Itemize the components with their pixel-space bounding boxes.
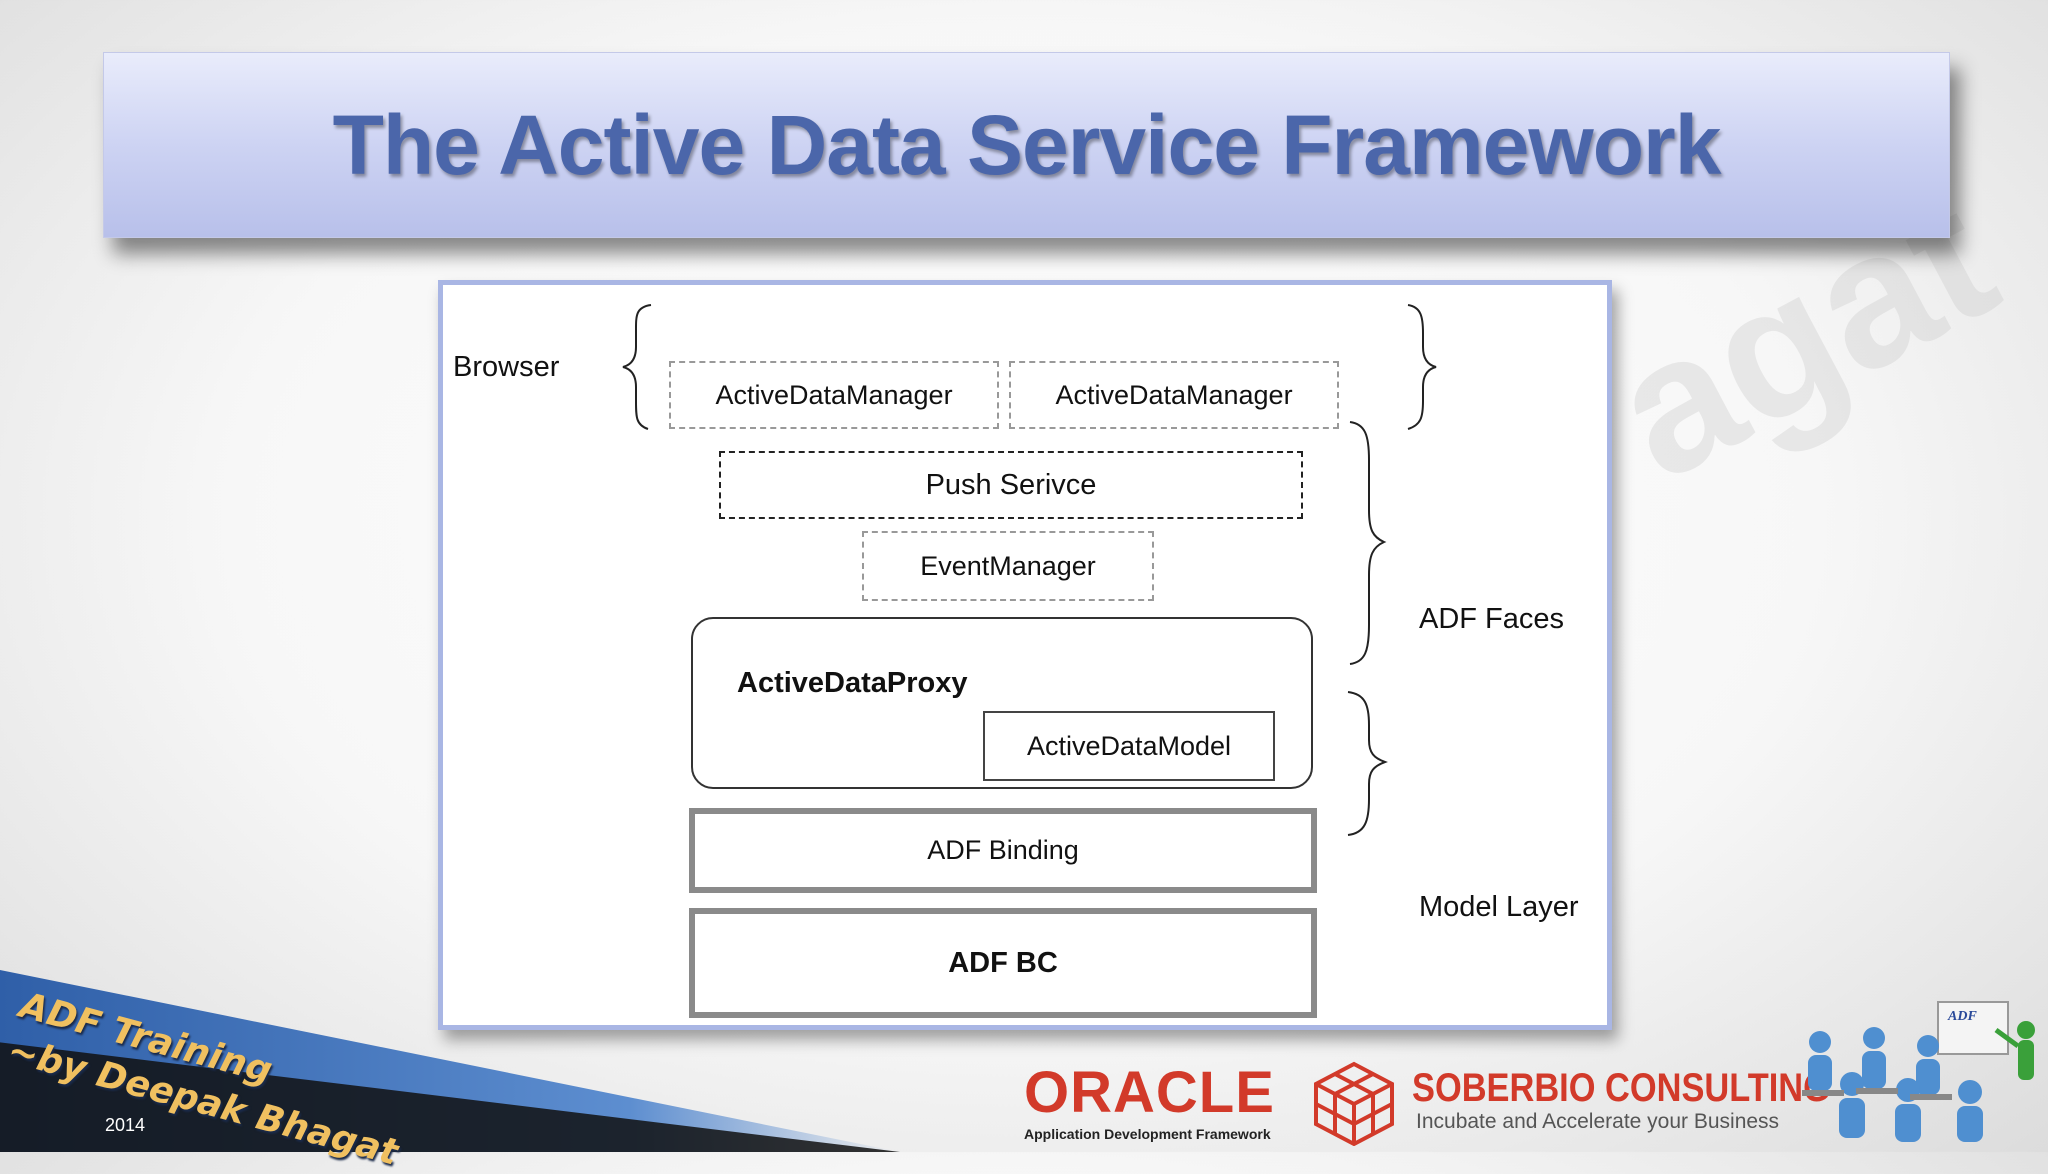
browser-label: Browser bbox=[453, 351, 559, 384]
soberbio-name: SOBERBIO CONSULTING bbox=[1412, 1066, 1830, 1111]
title-band: The Active Data Service Framework bbox=[103, 52, 1950, 238]
model-layer-brace bbox=[1348, 692, 1385, 835]
active-data-manager-label-2: ActiveDataManager bbox=[1055, 380, 1292, 411]
classroom-board-text: ADF bbox=[1947, 1009, 1977, 1024]
event-manager-label: EventManager bbox=[920, 551, 1096, 582]
banner-year: 2014 bbox=[105, 1115, 145, 1136]
active-data-model-label: ActiveDataModel bbox=[1027, 731, 1231, 762]
oracle-wordmark: ORACLE bbox=[1024, 1064, 1275, 1122]
slide-title: The Active Data Service Framework bbox=[104, 97, 1949, 194]
diagram-frame: Browser ADF Faces Model Layer ActiveData… bbox=[438, 280, 1612, 1030]
browser-right-brace bbox=[1408, 305, 1436, 429]
active-data-model-box: ActiveDataModel bbox=[983, 711, 1275, 781]
model-layer-label: Model Layer bbox=[1419, 891, 1579, 924]
soberbio-cube-icon bbox=[1312, 1060, 1396, 1146]
adf-binding-box: ADF Binding bbox=[689, 808, 1317, 893]
oracle-logo: ORACLE Application Development Framework bbox=[1024, 1064, 1275, 1142]
classroom-people-icon: ADF bbox=[1796, 1000, 2040, 1148]
push-service-box: Push Serivce bbox=[719, 451, 1303, 519]
event-manager-box: EventManager bbox=[862, 531, 1154, 601]
adf-faces-label: ADF Faces bbox=[1419, 603, 1564, 636]
active-data-proxy-label: ActiveDataProxy bbox=[737, 667, 968, 700]
active-data-proxy-box: ActiveDataProxy ActiveDataModel bbox=[691, 617, 1313, 789]
adf-bc-box: ADF BC bbox=[689, 908, 1317, 1018]
active-data-manager-box-1: ActiveDataManager bbox=[669, 361, 999, 429]
adf-binding-label: ADF Binding bbox=[927, 835, 1079, 866]
push-service-label: Push Serivce bbox=[926, 469, 1097, 502]
active-data-manager-label-1: ActiveDataManager bbox=[715, 380, 952, 411]
adf-faces-brace bbox=[1350, 422, 1384, 664]
oracle-subtitle: Application Development Framework bbox=[1024, 1126, 1275, 1142]
adf-bc-label: ADF BC bbox=[948, 947, 1058, 980]
browser-left-brace bbox=[623, 305, 651, 429]
active-data-manager-box-2: ActiveDataManager bbox=[1009, 361, 1339, 429]
soberbio-tagline: Incubate and Accelerate your Business bbox=[1416, 1110, 1779, 1134]
